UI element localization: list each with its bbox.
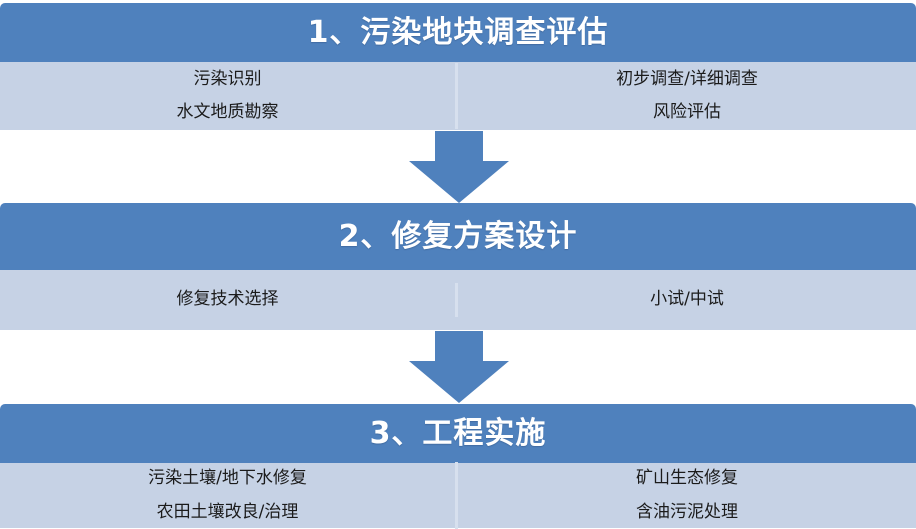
stage-1-heading: 1、污染地块调查评估 (0, 3, 916, 62)
stage-1-right-item-1: 初步调查/详细调查 (616, 68, 758, 89)
flow-stage-2: 2、修复方案设计 修复技术选择 小试/中试 (0, 203, 916, 330)
stage-2-left-item-1: 修复技术选择 (176, 289, 279, 310)
stage-2-heading: 2、修复方案设计 (0, 203, 916, 270)
stage-3-body: 污染土壤/地下水修复 农田土壤改良/治理 矿山生态修复 含油污泥处理 (0, 462, 916, 529)
stage-3-left-item-1: 污染土壤/地下水修复 (148, 468, 307, 489)
flow-stage-3: 3、工程实施 污染土壤/地下水修复 农田土壤改良/治理 矿山生态修复 含油污泥处… (0, 404, 916, 529)
stage-1-left-item-1: 污染识别 (193, 68, 262, 89)
stage-1-right-column: 初步调查/详细调查 风险评估 (458, 63, 916, 129)
stage-1-body: 污染识别 水文地质勘察 初步调查/详细调查 风险评估 (0, 62, 916, 130)
stage-2-right-item-1: 小试/中试 (650, 289, 724, 310)
stage-3-left-column: 污染土壤/地下水修复 农田土壤改良/治理 (0, 462, 458, 529)
stage-2-right-column: 小试/中试 (458, 283, 916, 316)
down-arrow-icon (409, 131, 509, 203)
stage-2-body: 修复技术选择 小试/中试 (0, 270, 916, 330)
stage-3-right-item-1: 矿山生态修复 (636, 468, 738, 489)
stage-1-left-column: 污染识别 水文地质勘察 (0, 62, 458, 130)
stage-3-left-item-2: 农田土壤改良/治理 (156, 501, 299, 522)
stage-1-right-item-2: 风险评估 (653, 102, 721, 122)
stage-1-left-item-2: 水文地质勘察 (176, 102, 279, 122)
down-arrow-icon (409, 331, 509, 403)
flow-stage-1: 1、污染地块调查评估 污染识别 水文地质勘察 初步调查/详细调查 风险评估 (0, 3, 916, 130)
stage-2-left-column: 修复技术选择 (0, 283, 458, 317)
stage-3-right-item-2: 含油污泥处理 (636, 501, 738, 522)
stage-3-right-column: 矿山生态修复 含油污泥处理 (458, 462, 916, 528)
stage-3-heading: 3、工程实施 (0, 404, 916, 463)
